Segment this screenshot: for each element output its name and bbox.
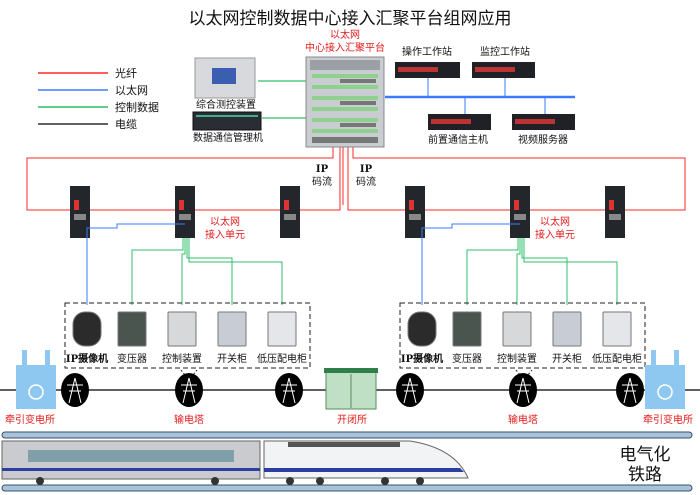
control-data-link bbox=[188, 238, 283, 305]
field-device-label: 控制装置 bbox=[497, 352, 537, 365]
field-device-label: 开关柜 bbox=[217, 352, 247, 365]
ip-stream-right-1: IP bbox=[360, 164, 373, 175]
ip-stream-left-1: IP bbox=[316, 164, 329, 175]
access-unit-label-2: 接入单元 bbox=[535, 228, 575, 241]
control-data-link bbox=[131, 238, 184, 305]
traction-substation-left bbox=[16, 350, 56, 409]
tower-label-left: 输电塔 bbox=[174, 413, 204, 426]
ethernet-bus bbox=[385, 78, 575, 114]
control-data-link bbox=[466, 238, 519, 305]
field-device-3-icon bbox=[552, 311, 582, 347]
access-unit-label-1: 以太网 bbox=[210, 215, 240, 228]
field-device-label: IP摄像机 bbox=[401, 352, 443, 365]
train bbox=[1, 440, 469, 485]
transmission-tower-icon bbox=[396, 373, 424, 407]
legend-control-data: 控制数据 bbox=[115, 100, 159, 114]
aggregation-platform-rack bbox=[305, 56, 385, 148]
field-device-2-icon bbox=[502, 311, 532, 347]
legend-ethernet: 以太网 bbox=[115, 84, 148, 97]
switch-station-label: 开闭所 bbox=[337, 413, 367, 426]
rail-top bbox=[1, 431, 693, 439]
control-data-link bbox=[186, 238, 233, 305]
video-server-label: 视频服务器 bbox=[518, 133, 568, 146]
legend-cable: 电缆 bbox=[115, 118, 137, 131]
field-device-1-icon bbox=[452, 311, 482, 347]
railway-label-2: 铁路 bbox=[628, 465, 662, 485]
platform-label-2: 中心接入汇聚平台 bbox=[305, 41, 385, 54]
ethernet-access-unit-left-1 bbox=[175, 186, 195, 238]
ethernet-access-unit-left-2 bbox=[280, 186, 300, 238]
diagram-title: 以太网控制数据中心接入汇聚平台组网应用 bbox=[189, 9, 512, 29]
ethernet-access-unit-right-2 bbox=[605, 186, 625, 238]
field-device-0-icon bbox=[407, 311, 437, 347]
transmission-tower-icon bbox=[616, 373, 644, 407]
field-device-3-icon bbox=[217, 311, 247, 347]
field-device-4-icon bbox=[267, 311, 297, 347]
ip-stream-right-2: 码流 bbox=[356, 175, 376, 188]
fiber-links bbox=[26, 147, 686, 211]
transmission-tower-icon bbox=[61, 373, 89, 407]
ethernet-link bbox=[86, 223, 185, 305]
legend-fiber: 光纤 bbox=[115, 66, 137, 80]
substation-label-left: 牵引变电所 bbox=[5, 413, 55, 426]
ip-stream-left-2: 码流 bbox=[312, 175, 332, 188]
field-device-label: 控制装置 bbox=[162, 352, 202, 365]
field-device-4-icon bbox=[602, 311, 632, 347]
transmission-tower-icon bbox=[509, 373, 537, 407]
monitor-control-device bbox=[194, 57, 256, 99]
field-device-label: 开关柜 bbox=[552, 352, 582, 365]
comm-manager-label: 数据通信管理机 bbox=[193, 131, 263, 144]
op-station-label: 操作工作站 bbox=[402, 45, 452, 58]
field-device-label: 低压配电柜 bbox=[592, 352, 642, 365]
field-device-box bbox=[399, 302, 646, 369]
railway-label-1: 电气化 bbox=[620, 445, 671, 465]
field-device-label: 低压配电柜 bbox=[257, 352, 307, 365]
legend: 光纤 以太网 控制数据 电缆 bbox=[38, 66, 159, 131]
ethernet-link bbox=[421, 223, 520, 305]
comm-manager-device bbox=[192, 111, 262, 131]
field-device-1-icon bbox=[117, 311, 147, 347]
field-device-0-icon bbox=[72, 311, 102, 347]
switching-station bbox=[324, 368, 378, 410]
control-data-link bbox=[523, 238, 618, 305]
monitor-control-label: 综合测控装置 bbox=[196, 98, 256, 111]
field-device-label: IP摄像机 bbox=[66, 352, 108, 365]
access-unit-label-1: 以太网 bbox=[540, 215, 570, 228]
control-data-link bbox=[181, 238, 186, 305]
field-device-2-icon bbox=[167, 311, 197, 347]
ethernet-access-unit-left-0 bbox=[70, 186, 90, 238]
platform-label-1: 以太网 bbox=[330, 28, 360, 41]
transmission-tower-icon bbox=[275, 373, 303, 407]
control-data-link bbox=[521, 238, 568, 305]
access-unit-label-2: 接入单元 bbox=[205, 228, 245, 241]
tower-label-right: 输电塔 bbox=[508, 413, 538, 426]
servers bbox=[395, 62, 575, 130]
substation-label-right: 牵引变电所 bbox=[643, 413, 693, 426]
ethernet-access-unit-right-0 bbox=[405, 186, 425, 238]
transmission-tower-icon bbox=[175, 373, 203, 407]
field-device-label: 变压器 bbox=[452, 352, 482, 365]
traction-substation-right bbox=[645, 350, 685, 409]
front-host-label: 前置通信主机 bbox=[428, 133, 488, 146]
field-device-label: 变压器 bbox=[117, 352, 147, 365]
ethernet-access-unit-right-1 bbox=[510, 186, 530, 238]
rail-bottom bbox=[1, 484, 693, 492]
control-data-link bbox=[516, 238, 521, 305]
mon-station-label: 监控工作站 bbox=[480, 45, 530, 58]
field-device-box bbox=[64, 302, 311, 369]
